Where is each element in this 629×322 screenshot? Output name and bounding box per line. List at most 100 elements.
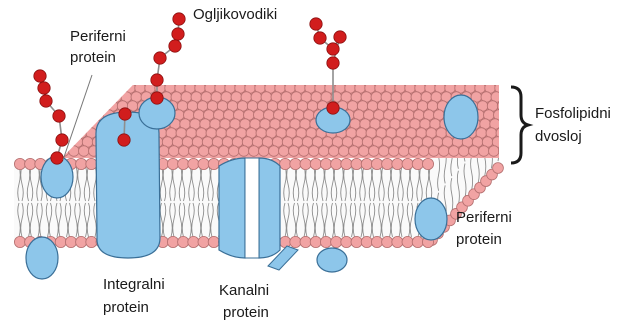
sugar-unit xyxy=(151,92,163,104)
phospholipid-head xyxy=(320,158,331,169)
phospholipid-head xyxy=(290,236,301,247)
phospholipid-head xyxy=(341,158,352,169)
phospholipid-head xyxy=(371,236,382,247)
sugar-unit xyxy=(172,28,184,40)
phospholipid-head xyxy=(399,146,410,157)
phospholipid-head xyxy=(280,236,291,247)
phospholipid-head xyxy=(310,236,321,247)
channel-pore xyxy=(245,158,259,258)
sugar-unit xyxy=(334,31,346,43)
carbohydrate-chain-left xyxy=(34,70,68,164)
phospholipid-head xyxy=(319,146,330,157)
label-peripheral-protein-right-line2: protein xyxy=(456,230,502,249)
label-channel-protein-line2: protein xyxy=(223,303,269,322)
label-phospholipid-bilayer-line1: Fosfolipidni xyxy=(535,104,611,123)
phospholipid-head xyxy=(329,146,340,157)
phospholipid-head xyxy=(111,92,122,103)
phospholipid-head xyxy=(208,236,219,247)
phospholipid-head xyxy=(178,236,189,247)
phospholipid-head xyxy=(310,158,321,169)
phospholipid-head xyxy=(419,146,430,157)
phospholipid-head xyxy=(97,101,108,112)
phospholipid-head xyxy=(331,236,342,247)
phospholipid-head xyxy=(412,236,423,247)
phospholipid-head xyxy=(449,146,460,157)
phospholipid-head xyxy=(239,146,250,157)
phospholipid-head xyxy=(300,236,311,247)
sugar-unit xyxy=(38,82,50,94)
phospholipid-head xyxy=(189,146,200,157)
phospholipid-head xyxy=(402,158,413,169)
sugar-unit xyxy=(327,43,339,55)
phospholipid-head xyxy=(86,236,97,247)
phospholipid-head xyxy=(209,146,220,157)
phospholipid-head xyxy=(208,158,219,169)
bilayer-brace xyxy=(511,87,528,163)
phospholipid-head xyxy=(76,128,87,139)
channel-protein-left-half xyxy=(219,158,245,258)
sugar-unit xyxy=(118,134,130,146)
sugar-unit xyxy=(53,110,65,122)
phospholipid-head xyxy=(290,158,301,169)
phospholipid-head xyxy=(429,146,440,157)
phospholipid-head xyxy=(125,83,136,94)
peripheral-protein-bottom-middle xyxy=(317,248,347,272)
phospholipid-head xyxy=(382,236,393,247)
phospholipid-head xyxy=(489,146,500,157)
label-phospholipid-bilayer-line2: dvosloj xyxy=(535,127,582,146)
phospholipid-head xyxy=(331,158,342,169)
sugar-unit xyxy=(173,13,185,25)
phospholipid-head xyxy=(369,146,380,157)
phospholipid-head xyxy=(188,236,199,247)
phospholipid-head xyxy=(351,158,362,169)
phospholipid-head xyxy=(167,158,178,169)
phospholipid-head xyxy=(76,158,87,169)
phospholipid-head xyxy=(371,158,382,169)
phospholipid-head xyxy=(259,146,270,157)
label-integral-protein-line2: protein xyxy=(103,298,149,317)
phospholipid-head xyxy=(351,236,362,247)
phospholipid-head xyxy=(392,236,403,247)
sugar-unit xyxy=(151,74,163,86)
phospholipid-head xyxy=(169,146,180,157)
sugar-unit xyxy=(51,152,63,164)
phospholipid-head xyxy=(479,146,490,157)
phospholipid-head xyxy=(198,236,209,247)
phospholipid-head xyxy=(389,146,400,157)
integral-protein xyxy=(96,112,160,258)
sugar-unit xyxy=(169,40,181,52)
phospholipid-head xyxy=(361,158,372,169)
phospholipid-head xyxy=(309,146,320,157)
phospholipid-head xyxy=(65,236,76,247)
phospholipid-head xyxy=(469,146,480,157)
sugar-unit xyxy=(40,95,52,107)
phospholipid-head xyxy=(25,158,36,169)
phospholipid-head xyxy=(107,101,118,112)
label-integral-protein-line1: Integralni xyxy=(103,275,165,294)
phospholipid-head xyxy=(439,146,450,157)
label-peripheral-protein-top-line2: protein xyxy=(70,48,116,67)
sugar-unit xyxy=(327,57,339,69)
sugar-unit xyxy=(154,52,166,64)
peripheral-protein-bottom-left xyxy=(26,237,58,279)
phospholipid-head xyxy=(499,146,510,157)
phospholipid-head xyxy=(55,236,66,247)
phospholipid-head xyxy=(219,146,230,157)
sugar-unit xyxy=(56,134,68,146)
phospholipid-head xyxy=(341,236,352,247)
phospholipid-head xyxy=(76,236,87,247)
phospholipid-head xyxy=(280,158,291,169)
phospholipid-head xyxy=(198,158,209,169)
phospholipid-head xyxy=(249,146,260,157)
phospholipid-head xyxy=(188,158,199,169)
phospholipid-head xyxy=(409,146,420,157)
sugar-unit xyxy=(327,102,339,114)
phospholipid-head xyxy=(79,146,90,157)
phospholipid-head xyxy=(279,146,290,157)
phospholipid-head xyxy=(159,146,170,157)
phospholipid-head xyxy=(349,146,360,157)
phospholipid-head xyxy=(69,146,80,157)
phospholipid-head xyxy=(289,146,300,157)
channel-protein-right-half xyxy=(259,158,280,258)
phospholipid-head xyxy=(320,236,331,247)
